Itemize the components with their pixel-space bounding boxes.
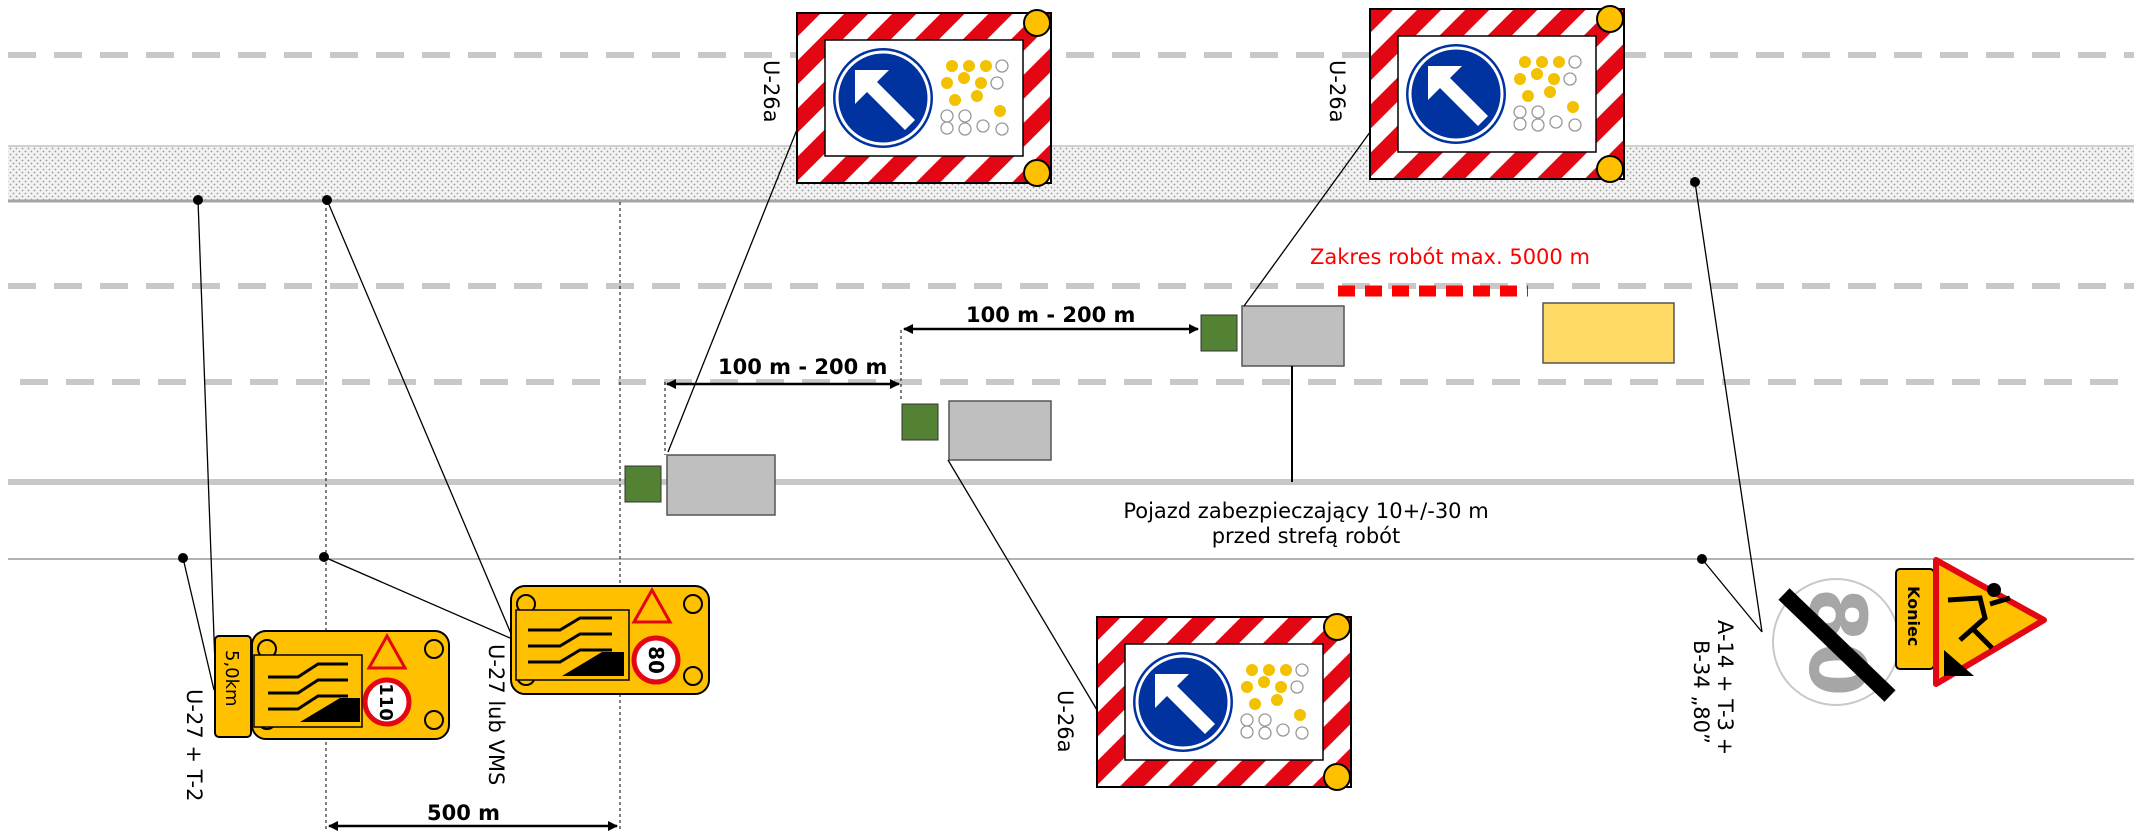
u27-t2-label: U-27 + T-2 [182,689,206,801]
end-of-restriction-sign: 80 [1772,578,1900,706]
road [8,52,2134,560]
shoulder-area [8,146,2134,202]
end-sign-label-line1: A-14 + T-3 + [1713,620,1737,755]
protection-vehicle-1 [666,454,776,516]
end-plate-text: Koniec [1904,586,1923,646]
u27-sign-80: 80 [510,585,710,695]
spacing-dimension-2: 100 m - 200 m [903,303,1199,334]
arrow-board-1 [624,465,662,503]
work-zone-range-label: Zakres robót max. 5000 m [1310,245,1590,269]
arrow-board-3 [1200,314,1238,352]
u26a-label-3: U-26a [1053,690,1077,753]
u26a-label-2: U-26a [1325,60,1349,123]
protection-vehicle-label-line2: przed strefą robót [1212,524,1401,548]
u27-vms-label: U-27 lub VMS [484,644,508,785]
distance-500-label: 500 m [427,801,500,825]
u26a-sign-1 [795,8,1053,188]
protection-vehicle-label-line1: Pojazd zabezpieczający 10+/-30 m [1123,499,1488,523]
end-of-roadworks-sign: Koniec [1895,557,2047,687]
leader-lines [182,121,1763,711]
spacing-label-2: 100 m - 200 m [966,303,1135,327]
u26a-label-1: U-26a [759,60,783,123]
arrow-board-2 [901,403,939,441]
u27-sign-110: 5,0km 110 [214,630,450,740]
work-vehicle [1542,302,1675,364]
spacing-dimension-1: 100 m - 200 m [664,330,902,455]
end-sign-label-line2: B-34 „80” [1689,640,1713,744]
distance-plate-text: 5,0km [221,650,242,707]
protection-vehicle-2 [948,400,1052,461]
sign-posts [178,177,1707,564]
speed-limit-110: 110 [375,683,396,721]
spacing-label-1: 100 m - 200 m [718,355,887,379]
protection-vehicle-3 [1241,305,1345,367]
u26a-sign-2 [1368,4,1626,184]
u26a-sign-3 [1095,612,1353,792]
speed-limit-80: 80 [644,646,668,674]
